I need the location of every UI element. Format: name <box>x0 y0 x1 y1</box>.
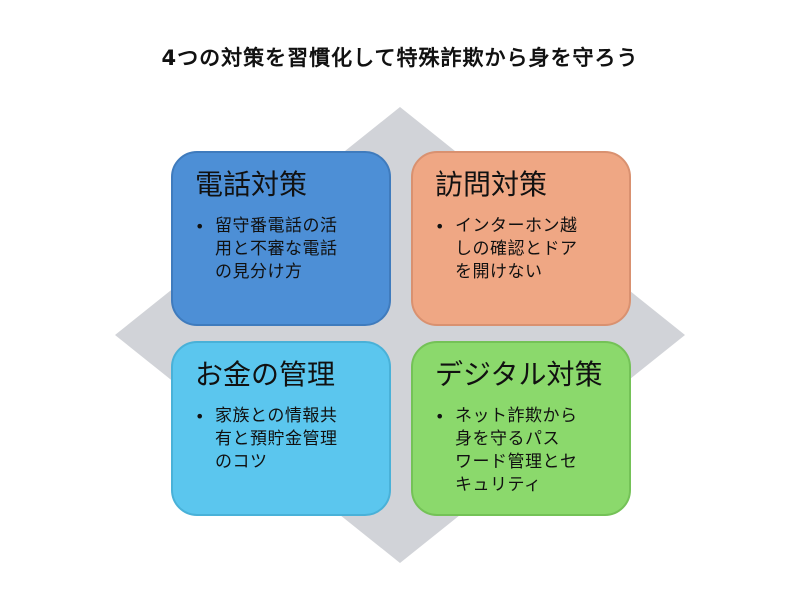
bullet-icon: • <box>195 217 205 236</box>
digital-line-2: 身を守るパス <box>455 429 560 449</box>
money-management-item: • 家族との情報共 有と預貯金管理 のコツ <box>195 405 371 474</box>
visit-measures-list: • インターホン越 しの確認とドア を開けない <box>433 215 611 284</box>
digital-line-4: キュリティ <box>455 475 542 495</box>
phone-line-2: 用と不審な電話 <box>215 239 338 259</box>
phone-measures-list: • 留守番電話の活 用と不審な電話 の見分け方 <box>193 215 371 284</box>
bullet-icon: • <box>195 407 205 426</box>
money-management-box: お金の管理 • 家族との情報共 有と預貯金管理 のコツ <box>171 341 391 516</box>
visit-measures-item: • インターホン越 しの確認とドア を開けない <box>435 215 611 284</box>
visit-line-1: インターホン越 <box>455 216 578 236</box>
phone-measures-heading: 電話対策 <box>195 168 308 201</box>
diagram-title: 4つの対策を習慣化して特殊詐欺から身を守ろう <box>161 46 639 70</box>
phone-line-3: の見分け方 <box>215 262 303 282</box>
digital-line-3: ワード管理とセ <box>455 452 578 472</box>
digital-measures-box: デジタル対策 • ネット詐欺から 身を守るパス ワード管理とセ キュリティ <box>411 341 631 516</box>
money-line-1: 家族との情報共 <box>215 406 338 426</box>
money-line-2: 有と預貯金管理 <box>215 429 338 449</box>
bullet-icon: • <box>435 407 445 426</box>
money-line-3: のコツ <box>215 452 268 472</box>
phone-measures-box: 電話対策 • 留守番電話の活 用と不審な電話 の見分け方 <box>171 151 391 326</box>
visit-measures-box: 訪問対策 • インターホン越 しの確認とドア を開けない <box>411 151 631 326</box>
phone-line-1: 留守番電話の活 <box>215 216 338 236</box>
phone-measures-item: • 留守番電話の活 用と不審な電話 の見分け方 <box>195 215 371 284</box>
digital-line-1: ネット詐欺から <box>455 406 578 426</box>
digital-measures-item: • ネット詐欺から 身を守るパス ワード管理とセ キュリティ <box>435 405 611 497</box>
digital-measures-heading: デジタル対策 <box>435 358 603 391</box>
money-management-heading: お金の管理 <box>195 358 336 391</box>
visit-line-2: しの確認とドア <box>455 239 578 259</box>
visit-line-3: を開けない <box>455 262 543 282</box>
visit-measures-heading: 訪問対策 <box>435 168 548 201</box>
money-management-list: • 家族との情報共 有と預貯金管理 のコツ <box>193 405 371 474</box>
digital-measures-list: • ネット詐欺から 身を守るパス ワード管理とセ キュリティ <box>433 405 611 497</box>
bullet-icon: • <box>435 217 445 236</box>
